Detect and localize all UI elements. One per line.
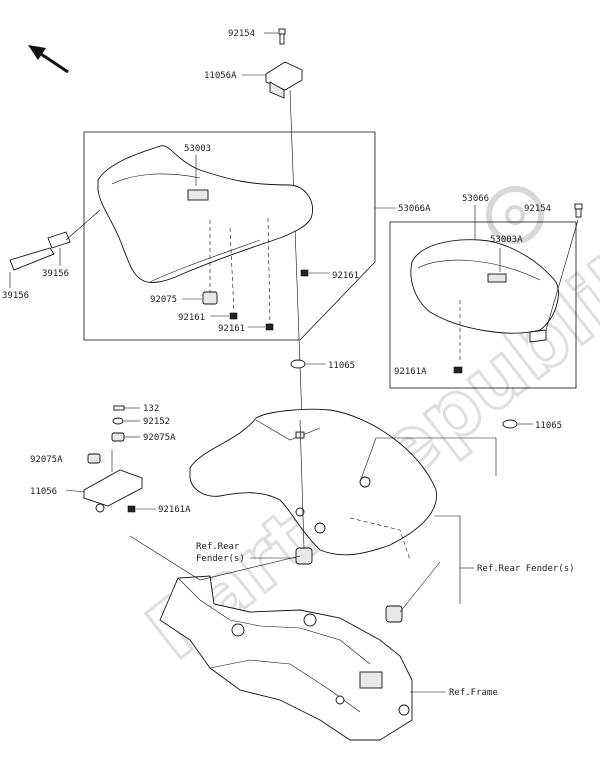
rear-fender (189, 408, 437, 561)
label-11065-b: 11065 (535, 421, 562, 431)
grommet-11065-a (290, 359, 326, 369)
nut-92161A-right (453, 366, 463, 374)
bracket-11056 (65, 450, 143, 513)
ref-rear-fender-left-line1: Ref.Rear (196, 542, 240, 552)
label-92161-c: 92161 (218, 324, 245, 334)
grommet-11065-b (502, 419, 533, 429)
part-labels: 92154 11056A 53003 53066A 53066 92154 53… (2, 29, 562, 515)
damper-92075A-b (87, 453, 101, 464)
direction-arrow-icon (28, 45, 69, 74)
reference-labels: Ref.Rear Fender(s) Ref.Rear Fender(s) Re… (196, 542, 575, 698)
label-92075: 92075 (150, 295, 177, 305)
rider-seat-53003 (97, 145, 313, 326)
label-92154-top: 92154 (228, 29, 255, 39)
passenger-seat-box (389, 221, 577, 389)
nut-92161A-left (127, 505, 156, 513)
bolt-132 (113, 405, 140, 411)
label-53066: 53066 (462, 194, 489, 204)
passenger-seat-53066 (410, 205, 559, 362)
label-53003A: 53003A (490, 235, 523, 245)
label-39156-b: 39156 (2, 291, 29, 301)
ref-frame: Ref.Frame (449, 688, 498, 698)
label-132: 132 (143, 404, 159, 414)
label-53003: 53003 (184, 144, 211, 154)
nut-92161-b (210, 312, 238, 320)
leader-lines (129, 419, 497, 693)
label-92161A-right: 92161A (394, 367, 427, 377)
fender-bush-left (295, 547, 313, 565)
label-11056A: 11056A (204, 71, 237, 81)
damper-92075 (182, 291, 218, 305)
label-92154-right: 92154 (524, 204, 551, 214)
label-39156-a: 39156 (42, 269, 69, 279)
ref-rear-fender-right: Ref.Rear Fender(s) (477, 564, 575, 574)
seat-strap-39156 (9, 209, 101, 288)
label-92075A-a: 92075A (143, 433, 176, 443)
bracket-11056A (242, 61, 303, 99)
nut-92161-c (248, 323, 274, 331)
washer-92152 (112, 417, 140, 425)
label-11056: 11056 (30, 487, 57, 497)
bolt-92154-top (264, 28, 286, 45)
damper-92075A-a (111, 432, 140, 442)
nut-92161-a (300, 269, 330, 277)
label-92161-a: 92161 (332, 271, 359, 281)
label-11065-a: 11065 (328, 361, 355, 371)
label-92161-b: 92161 (178, 313, 205, 323)
label-92152: 92152 (143, 417, 170, 427)
label-92075A-b: 92075A (30, 455, 63, 465)
watermark-gear-icon (486, 186, 544, 244)
label-53066A: 53066A (398, 204, 431, 214)
fender-bush-right (385, 605, 403, 623)
bolt-92154-right (545, 203, 583, 331)
ref-rear-fender-left-line2: Fender(s) (196, 554, 245, 564)
rider-seat-box (83, 131, 396, 341)
label-92161A-left: 92161A (158, 505, 191, 515)
frame (159, 575, 413, 741)
